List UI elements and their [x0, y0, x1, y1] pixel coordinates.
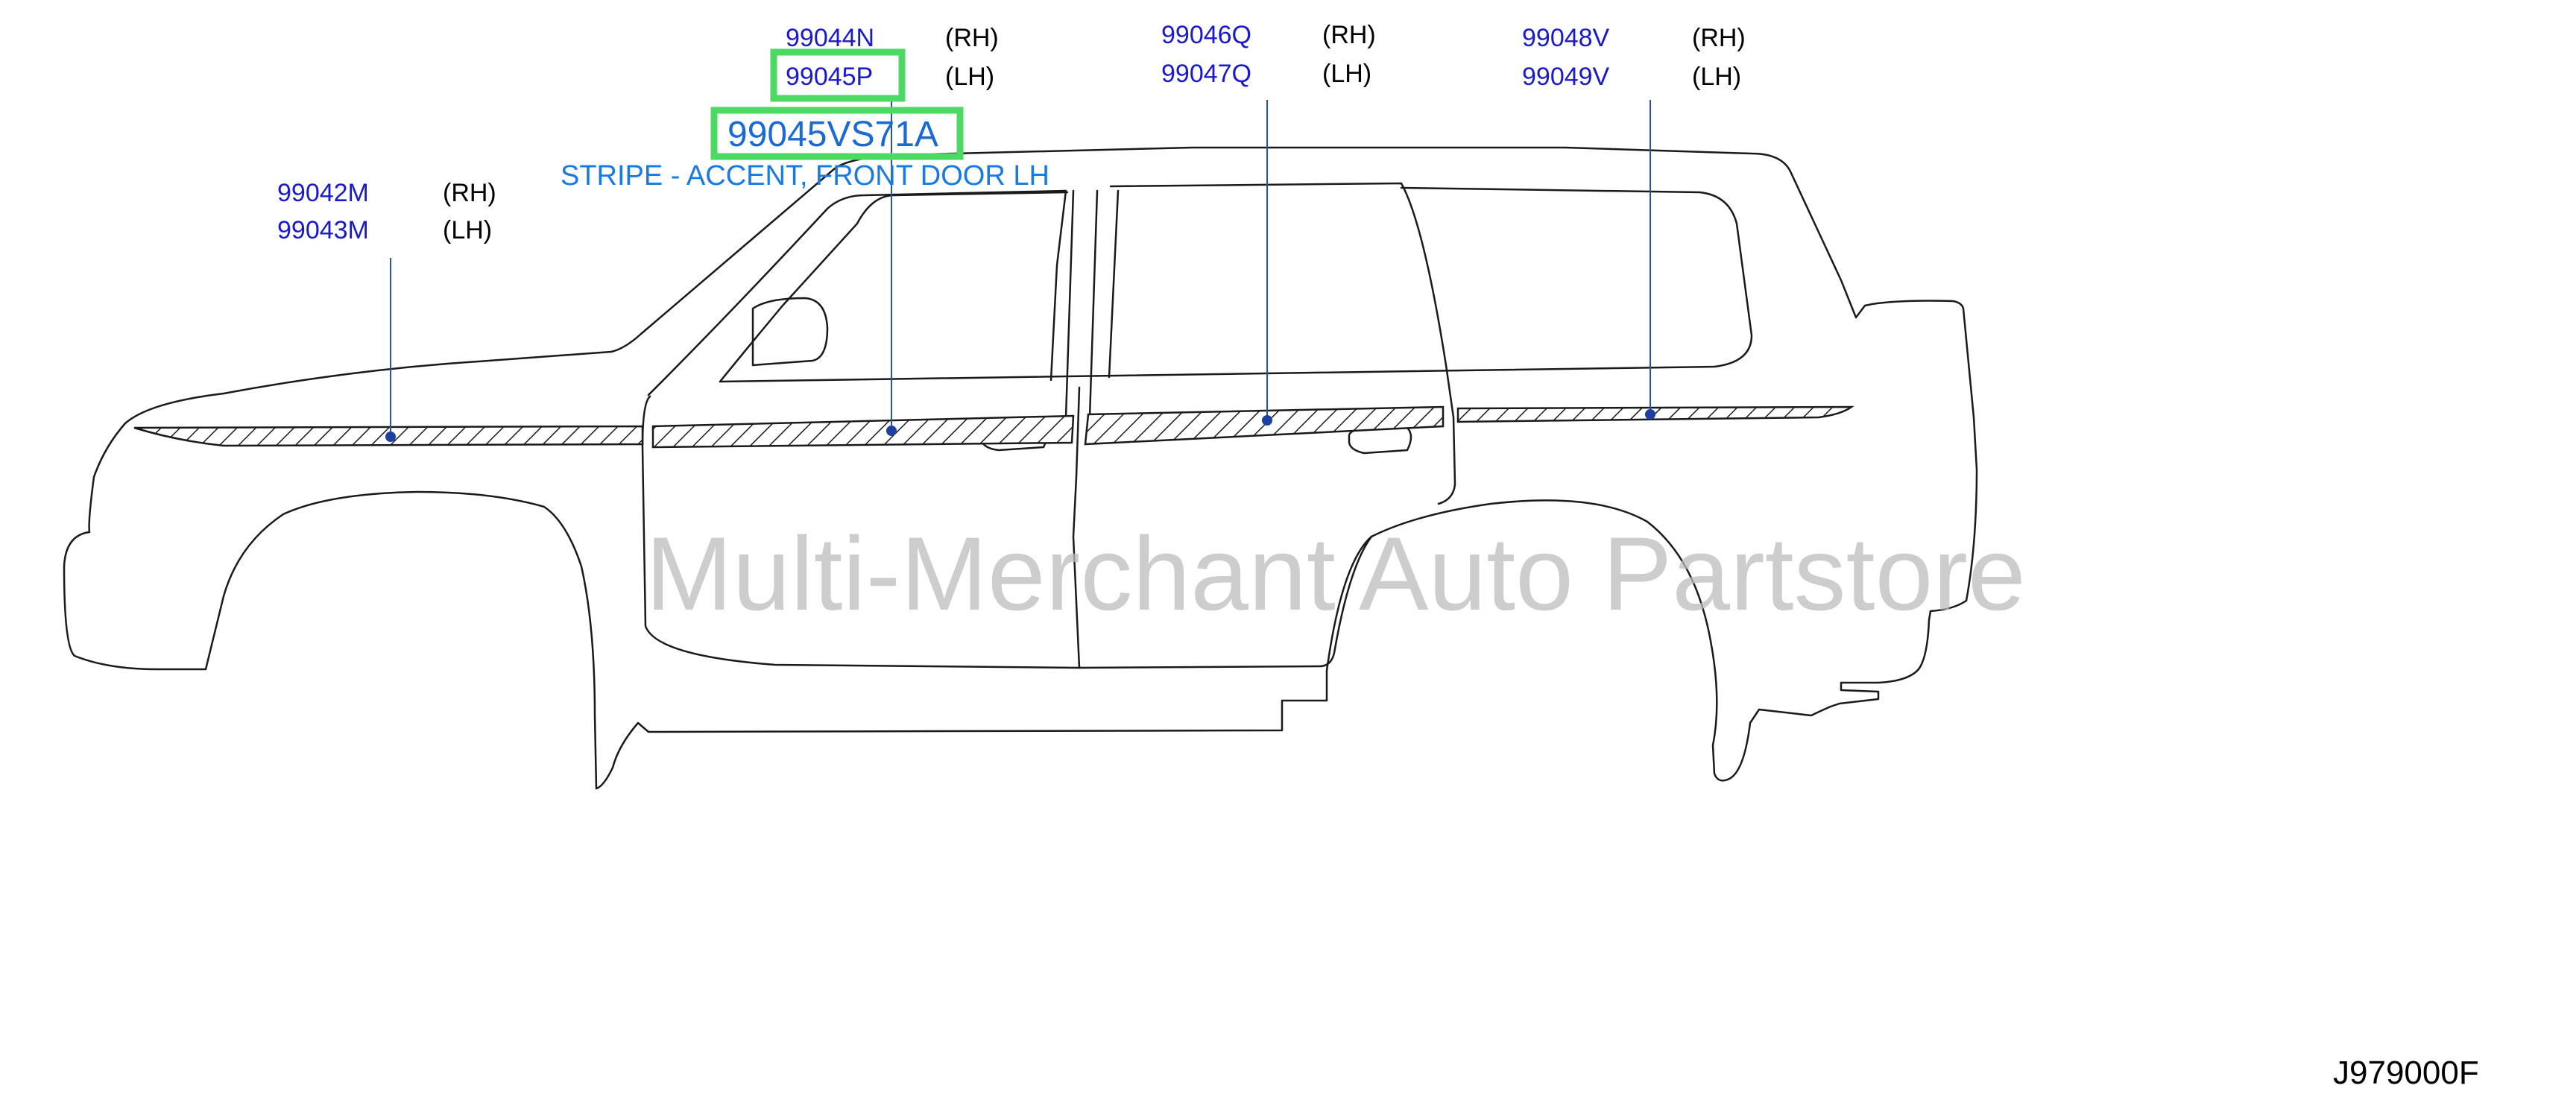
side-label-rh: (RH)	[945, 24, 999, 52]
side-label-lh: (LH)	[945, 63, 994, 91]
side-label-rh: (RH)	[443, 179, 496, 207]
part-number-lh[interactable]: 99049V	[1522, 63, 1610, 91]
part-number-rh[interactable]: 99042M	[277, 179, 369, 207]
selected-part-number[interactable]: 99045VS71A	[727, 115, 938, 154]
callout-group-rear-door: 99046Q (RH) 99047Q (LH)	[1161, 21, 1376, 88]
part-number-lh[interactable]: 99045P	[786, 63, 873, 91]
selected-part-highlight	[770, 48, 906, 102]
a-pillar	[647, 189, 1067, 396]
stripe-front-door[interactable]	[651, 414, 1075, 449]
side-mirror	[751, 297, 829, 367]
leader-dot-rear-door	[1262, 415, 1272, 426]
side-label-rh: (RH)	[1692, 24, 1746, 52]
stripe-rear-door[interactable]	[1084, 405, 1445, 446]
vehicle-body-outline	[63, 146, 1978, 790]
diagram-reference-code: J979000F	[2333, 1055, 2479, 1091]
part-number-lh[interactable]: 99043M	[277, 216, 369, 244]
part-number-rh[interactable]: 99044N	[786, 24, 874, 52]
part-number-rh[interactable]: 99048V	[1522, 24, 1610, 52]
door-split-line	[1072, 386, 1081, 669]
selected-part-description: STRIPE - ACCENT, FRONT DOOR LH	[561, 160, 1049, 192]
selected-part-callout: 99045VS71A STRIPE - ACCENT, FRONT DOOR L…	[561, 107, 1049, 192]
side-label-lh: (LH)	[1322, 60, 1371, 88]
b-pillar	[1064, 189, 1120, 419]
rear-door-lower	[1078, 535, 1373, 669]
window-sill-line	[719, 186, 1753, 383]
front-window	[719, 191, 1069, 383]
part-number-lh[interactable]: 99047Q	[1161, 60, 1251, 88]
watermark: Multi-Merchant Auto Partstore	[645, 515, 2026, 632]
selected-callout-highlight	[710, 107, 964, 160]
rear-door-line	[1109, 182, 1456, 505]
side-label-lh: (LH)	[443, 216, 492, 244]
callout-group-front-door: 99044N (RH) 99045P (LH)	[770, 24, 999, 102]
callout-group-quarter: 99048V (RH) 99049V (LH)	[1522, 24, 1746, 91]
side-label-lh: (LH)	[1692, 63, 1741, 91]
front-door-outline	[641, 395, 1081, 669]
part-number-rh[interactable]: 99046Q	[1161, 21, 1251, 49]
leader-dot-quarter	[1645, 409, 1655, 420]
callout-group-fender: 99042M (RH) 99043M (LH)	[277, 179, 496, 244]
leader-dot-front-door	[886, 426, 897, 436]
side-label-rh: (RH)	[1322, 21, 1376, 49]
leader-dot-fender	[385, 432, 396, 442]
rear-door-handle	[1348, 426, 1412, 455]
